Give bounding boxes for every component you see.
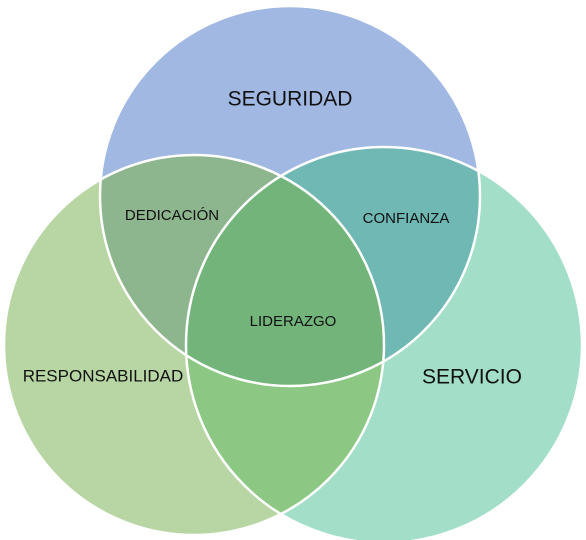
label-confianza: CONFIANZA <box>363 210 450 227</box>
outline-responsabilidad <box>2 153 386 537</box>
outline-seguridad <box>98 4 482 388</box>
label-dedicacion: DEDICACIÓN <box>125 207 219 224</box>
overlap-liderazgo <box>186 155 384 386</box>
outline-servicio <box>184 145 584 540</box>
circle-outlines <box>2 4 584 540</box>
label-servicio: SERVICIO <box>422 366 522 389</box>
label-seguridad: SEGURIDAD <box>228 88 353 111</box>
label-liderazgo: LIDERAZGO <box>250 313 337 330</box>
label-responsabilidad: RESPONSABILIDAD <box>23 366 184 385</box>
